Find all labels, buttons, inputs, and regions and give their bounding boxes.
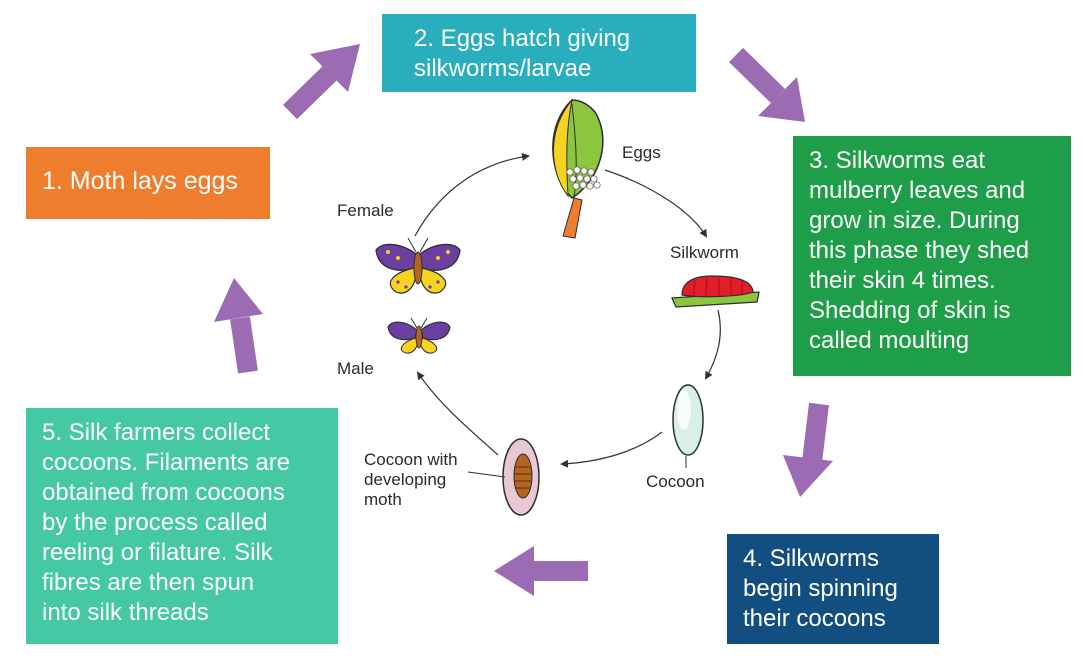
cycle-arrow-silkworm-to-cocoon [705,309,721,380]
cycle-arrow-cocoon-to-pupa [560,431,663,468]
cocoon-with-moth-icon [467,438,540,516]
leaf-with-eggs-icon [552,98,604,239]
step-5-box: 5. Silk farmers collect cocoons. Filamen… [26,408,338,644]
label-female: Female [337,201,394,220]
step-3-box: 3. Silkworms eat mulberry leaves and gro… [793,136,1071,376]
cycle-arrow-eggs-to-silkworm [604,169,708,238]
label-cocoon: Cocoon [646,472,705,491]
arrow-step4-to-step5 [494,546,588,596]
arrow-step1-to-step2 [283,44,360,120]
male-moth-icon [387,317,451,354]
cocoon-icon [672,384,704,468]
step-4-box: 4. Silkworms begin spinning their cocoon… [727,534,939,644]
arrow-step3-to-step4 [783,402,833,497]
female-moth-icon [375,237,461,294]
label-male: Male [337,359,374,378]
label-cocoon-with-moth: Cocoon with developing moth [364,450,458,509]
label-silkworm: Silkworm [670,243,739,262]
arrow-step2-to-step3 [729,47,805,122]
step-2-box: 2. Eggs hatch giving silkworms/larvae [382,14,696,92]
arrow-step5-to-step1 [214,278,263,374]
step-1-box: 1. Moth lays eggs [26,147,270,219]
cycle-arrow-moth-to-eggs [414,152,530,237]
label-eggs: Eggs [622,143,661,162]
cycle-arrow-pupa-to-moth [416,371,499,456]
silkworm-icon [671,275,760,308]
